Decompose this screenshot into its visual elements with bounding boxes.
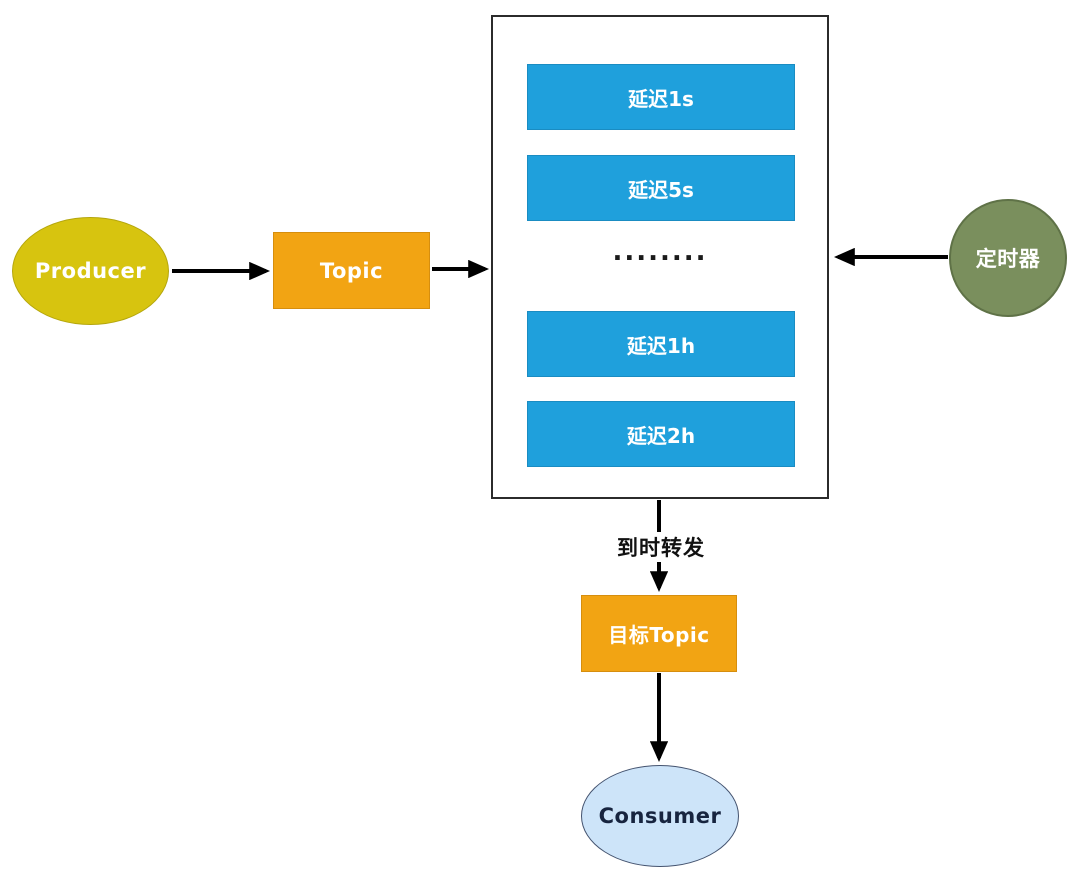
- topic-label: Topic: [319, 258, 384, 283]
- producer-label: Producer: [34, 259, 147, 283]
- delay-queue-label: 延迟2h: [626, 423, 696, 448]
- topic-node: Topic: [273, 232, 430, 309]
- consumer-node: Consumer: [581, 765, 739, 867]
- delay-queues-ellipsis: ........: [612, 237, 708, 267]
- delay-queues-container: 延迟1s 延迟5s ........ 延迟1h 延迟2h: [491, 15, 829, 499]
- delay-queue-label: 延迟5s: [628, 177, 694, 202]
- delay-queue-label: 延迟1h: [626, 333, 696, 358]
- target-topic-label: 目标Topic: [608, 623, 710, 647]
- delay-queue-label: 延迟1s: [628, 86, 694, 111]
- delay-queue-1h: 延迟1h: [527, 311, 795, 377]
- timer-label: 定时器: [975, 247, 1041, 271]
- delay-queue-5s: 延迟5s: [527, 155, 795, 221]
- delay-queue-2h: 延迟2h: [527, 401, 795, 467]
- timer-node: 定时器: [949, 199, 1067, 317]
- consumer-label: Consumer: [598, 804, 722, 828]
- target-topic-node: 目标Topic: [581, 595, 737, 672]
- forward-on-expiry-label: 到时转发: [611, 532, 711, 562]
- delay-queue-1s: 延迟1s: [527, 64, 795, 130]
- producer-node: Producer: [12, 217, 169, 325]
